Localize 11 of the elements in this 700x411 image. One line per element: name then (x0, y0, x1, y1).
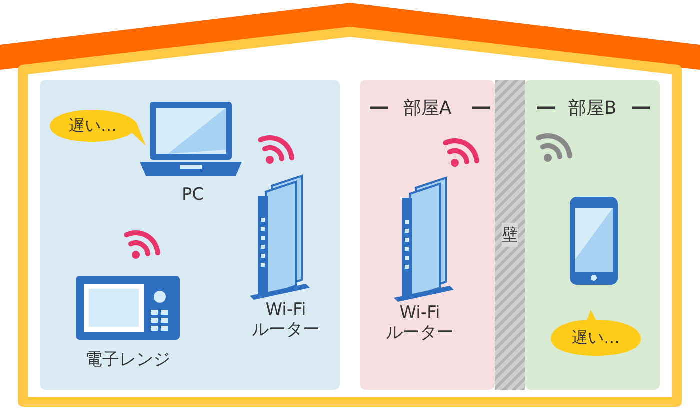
wall-label: 壁 (502, 223, 518, 247)
device-label: PC (180, 185, 206, 205)
device-label: 電子レンジ (84, 350, 172, 370)
device-label: Wi-Fi ルーター (385, 303, 455, 343)
bubble-text: 遅い… (68, 116, 118, 136)
room-heading: 部屋A (402, 98, 453, 120)
partition-wall (495, 80, 525, 390)
bubble-text: 遅い… (571, 328, 621, 348)
device-label: Wi-Fi ルーター (251, 300, 321, 340)
room-heading: 部屋B (567, 98, 618, 120)
speech-bubble (549, 308, 643, 358)
